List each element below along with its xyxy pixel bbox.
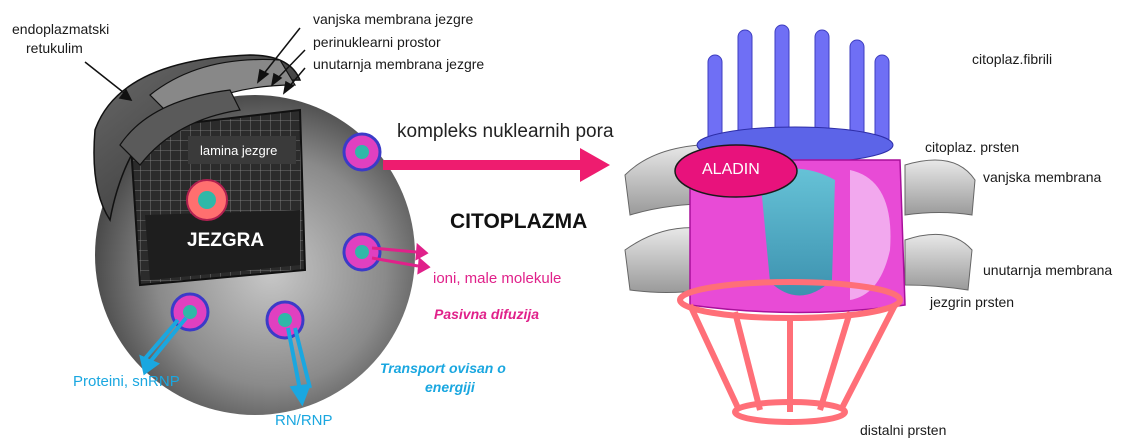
main-arrow xyxy=(383,148,610,182)
pore-complex-label: kompleks nuklearnih pora xyxy=(397,120,614,143)
ions-label: ioni, male molekule xyxy=(433,270,561,287)
nuclear-lamina-label: lamina jezgre xyxy=(200,142,277,159)
passive-diffusion-label: Pasivna difuzija xyxy=(434,306,539,323)
distal-ring-label: distalni prsten xyxy=(860,422,946,439)
energy-transport-label-line2: energiji xyxy=(425,379,475,396)
er-label-line1: endoplazmatski xyxy=(12,21,109,38)
pore-bottom-left xyxy=(172,294,208,330)
perinuclear-space-label: perinuklearni prostor xyxy=(313,34,441,51)
er-label-line2: retukulim xyxy=(26,40,83,57)
inner-membrane-right-label: unutarnja membrana xyxy=(983,262,1112,279)
nuclear-ring-label: jezgrin prsten xyxy=(930,294,1014,311)
outer-membrane-label: vanjska membrana jezgre xyxy=(313,11,473,28)
nucleus-label: JEZGRA xyxy=(187,232,264,249)
cytoplasm-label: CITOPLAZMA xyxy=(450,213,587,230)
cyto-fibrils-label: citoplaz.fibrili xyxy=(972,51,1052,68)
cyto-ring-label: citoplaz. prsten xyxy=(925,139,1019,156)
pore-inside xyxy=(187,180,227,220)
pore-right xyxy=(344,234,380,270)
aladin-label: ALADIN xyxy=(702,161,760,178)
pore-complex-3d xyxy=(625,25,975,422)
energy-transport-label-line1: Transport ovisan o xyxy=(380,360,506,377)
proteins-label: Proteini, snRNP xyxy=(73,373,180,390)
outer-membrane-right-label: vanjska membrana xyxy=(983,169,1101,186)
pore-top-right xyxy=(344,134,380,170)
inner-membrane-label: unutarnja membrana jezgre xyxy=(313,56,484,73)
rna-label: RN/RNP xyxy=(275,412,333,429)
